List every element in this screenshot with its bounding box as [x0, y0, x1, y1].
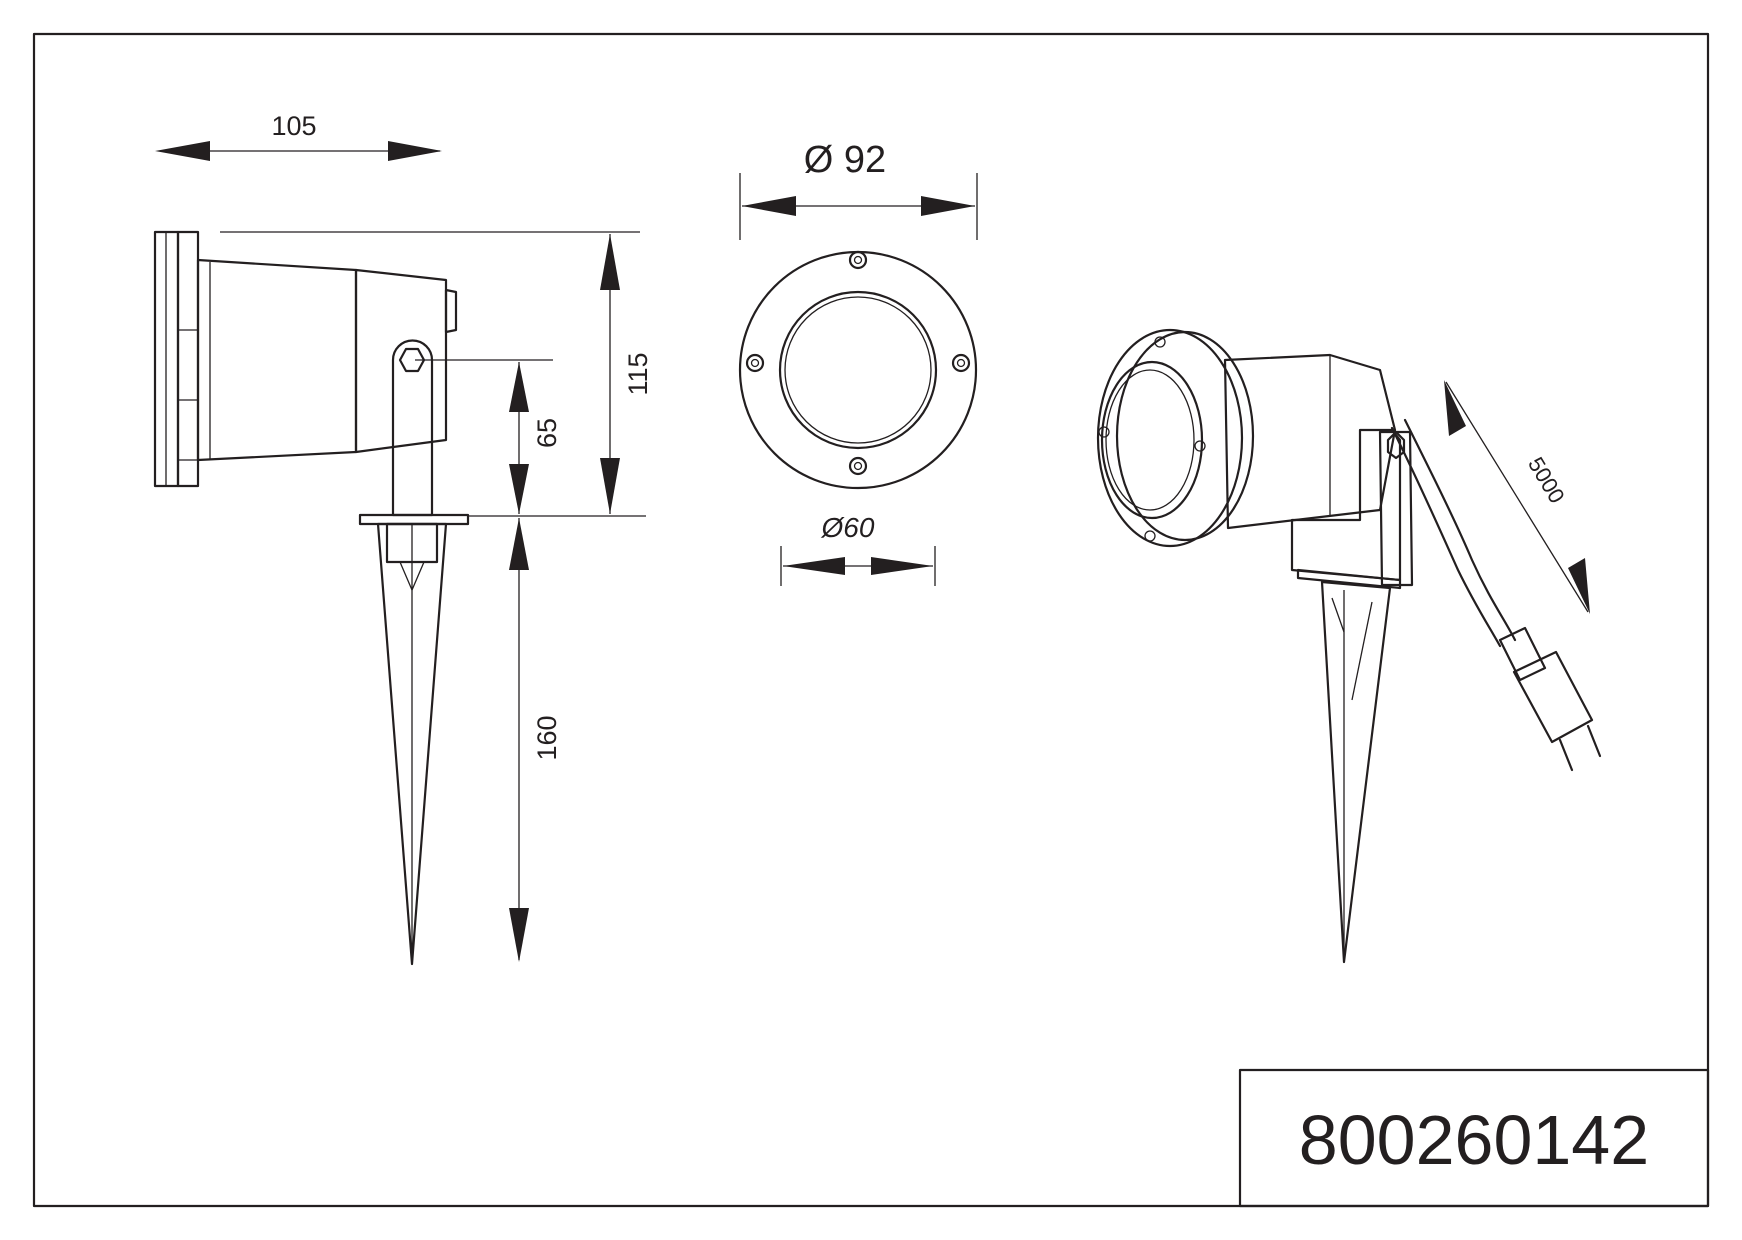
dimension-cable-length: 5000: [1444, 380, 1590, 614]
dimension-outer-diameter-label: Ø 92: [804, 139, 886, 181]
drawing-frame: [32, 32, 1710, 1208]
dimension-inner-diameter: Ø60: [780, 512, 936, 586]
dimension-inner-diameter-label: Ø60: [821, 512, 875, 543]
power-cable: [1403, 418, 1517, 642]
dimension-pivot-height: 65: [509, 362, 562, 514]
outer-ring: [738, 250, 978, 490]
perspective-spike: [1320, 580, 1392, 964]
dimension-pivot-height-label: 65: [532, 418, 562, 448]
perspective-housing: [1223, 353, 1397, 530]
product-code: 800260142: [1299, 1101, 1649, 1179]
mounting-bracket: [391, 339, 434, 517]
perspective-view: [1096, 328, 1602, 964]
dimension-height-label: 115: [623, 352, 653, 395]
dimension-width: 105: [155, 111, 442, 161]
dimension-cable-length-label: 5000: [1523, 453, 1570, 508]
ring-screws: [745, 250, 971, 476]
dimension-spike-length-label: 160: [532, 715, 562, 760]
dimension-outer-diameter: Ø 92: [739, 139, 978, 240]
lamp-housing: [196, 258, 358, 462]
perspective-bracket: [1290, 428, 1402, 582]
plug-icon: [1498, 626, 1602, 772]
front-view: [738, 250, 978, 490]
perspective-bezel: [1096, 328, 1244, 548]
ground-plate: [358, 513, 470, 526]
title-block: 800260142: [1238, 1068, 1710, 1208]
dimension-spike-length: 160: [509, 518, 562, 962]
dimension-height: 115: [600, 234, 653, 514]
lens-ring: [778, 290, 938, 450]
pivot-nut-icon: [398, 347, 426, 373]
dimension-width-label: 105: [271, 111, 316, 141]
side-view: [153, 230, 470, 966]
